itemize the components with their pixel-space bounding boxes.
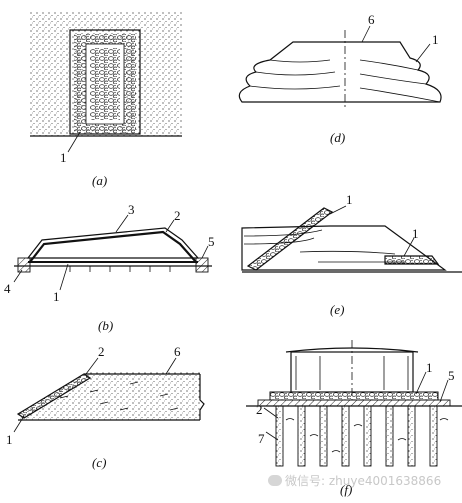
- panel-f-caption: (f): [340, 482, 352, 497]
- panel-b-caption: (b): [98, 318, 113, 333]
- panel-f-leader-1: [415, 371, 427, 395]
- watermark: 微信号: zhuye4001638866: [268, 472, 441, 489]
- panel-c-callout-1: 1: [6, 432, 13, 447]
- panel-b-callout-1: 1: [53, 289, 60, 304]
- panel-f-leader-5: [439, 379, 449, 403]
- panel-b-right-trench: [195, 257, 209, 273]
- panel-d-bag-layers: [249, 59, 441, 103]
- panel-f-leader-2: [263, 407, 279, 419]
- panel-c-slope-bags: [16, 373, 92, 419]
- panel-f-mat: [257, 399, 451, 407]
- panel-e-leader-1a: [329, 205, 347, 215]
- panel-d-mound: [238, 41, 442, 103]
- panel-e-embankment: [241, 225, 447, 271]
- panel-c-break-line: [199, 374, 205, 420]
- watermark-text: 微信号: zhuye4001638866: [285, 474, 442, 488]
- panel-f: 1 5 2 7 (f): [246, 340, 462, 497]
- panel-d-leader-6: [361, 25, 371, 43]
- panel-f-callout-5: 5: [448, 368, 455, 383]
- panel-a-leader-1: [67, 131, 81, 153]
- panel-c-leader-1: [13, 415, 25, 433]
- panel-c: 2 6 1 (c): [6, 344, 205, 470]
- panel-d: 6 1 (d): [238, 12, 442, 145]
- panel-b-left-trench: [17, 257, 31, 273]
- wechat-icon: [268, 475, 282, 486]
- panel-c-leader-2: [85, 357, 99, 375]
- panel-f-tank-lines: [295, 356, 409, 390]
- panel-c-callout-6: 6: [174, 344, 181, 359]
- panel-b-ground-ticks: [69, 266, 171, 272]
- panel-e: 1 1 (e): [241, 192, 462, 317]
- panel-b-callout-4: 4: [4, 281, 11, 296]
- panel-f-cushion: [269, 391, 439, 401]
- panel-a-caption: (a): [92, 173, 107, 188]
- panel-b-leader-2: [165, 219, 175, 233]
- panel-b-callout-5: 5: [208, 234, 215, 249]
- panel-d-callout-1: 1: [432, 32, 439, 47]
- panel-a: 1 (a): [30, 12, 182, 188]
- panel-c-caption: (c): [92, 455, 106, 470]
- panel-b-leader-3: [115, 214, 129, 233]
- panel-e-callout-1a: 1: [346, 192, 353, 207]
- panel-c-soil-mass: [18, 372, 200, 420]
- panel-c-leader-6: [165, 357, 177, 375]
- panel-d-leader-1: [415, 43, 431, 63]
- panel-f-sand-piles: [275, 405, 438, 467]
- panel-f-callout-2: 2: [256, 402, 263, 417]
- panel-c-callout-2: 2: [98, 344, 105, 359]
- panel-b-embankment: [26, 227, 200, 259]
- panel-b-leader-5: [201, 245, 209, 259]
- panel-d-callout-6: 6: [368, 12, 375, 27]
- panel-b-leader-4: [13, 269, 23, 283]
- panel-f-leader-7: [265, 431, 279, 441]
- panel-b-drain-layer: [29, 230, 197, 263]
- panel-a-callout-1: 1: [60, 150, 67, 165]
- panel-d-caption: (d): [330, 130, 345, 145]
- panel-b-callout-2: 2: [174, 208, 181, 223]
- panel-e-slope-bags: [246, 207, 334, 271]
- panel-e-callout-1b: 1: [412, 226, 419, 241]
- panel-b: 3 2 5 4 1 (b): [4, 202, 215, 333]
- panel-e-leader-1b: [403, 237, 415, 257]
- panel-f-soil-marks: [285, 418, 449, 453]
- panel-e-caption: (e): [330, 302, 344, 317]
- panel-c-soil-marks: [59, 381, 179, 411]
- panel-f-callout-7: 7: [258, 431, 265, 446]
- panel-a-core-fill: [90, 48, 120, 120]
- panel-e-toe-bags: [384, 255, 440, 265]
- panel-b-leader-1: [59, 263, 69, 291]
- panel-f-callout-1: 1: [426, 360, 433, 375]
- panel-b-callout-3: 3: [128, 202, 135, 217]
